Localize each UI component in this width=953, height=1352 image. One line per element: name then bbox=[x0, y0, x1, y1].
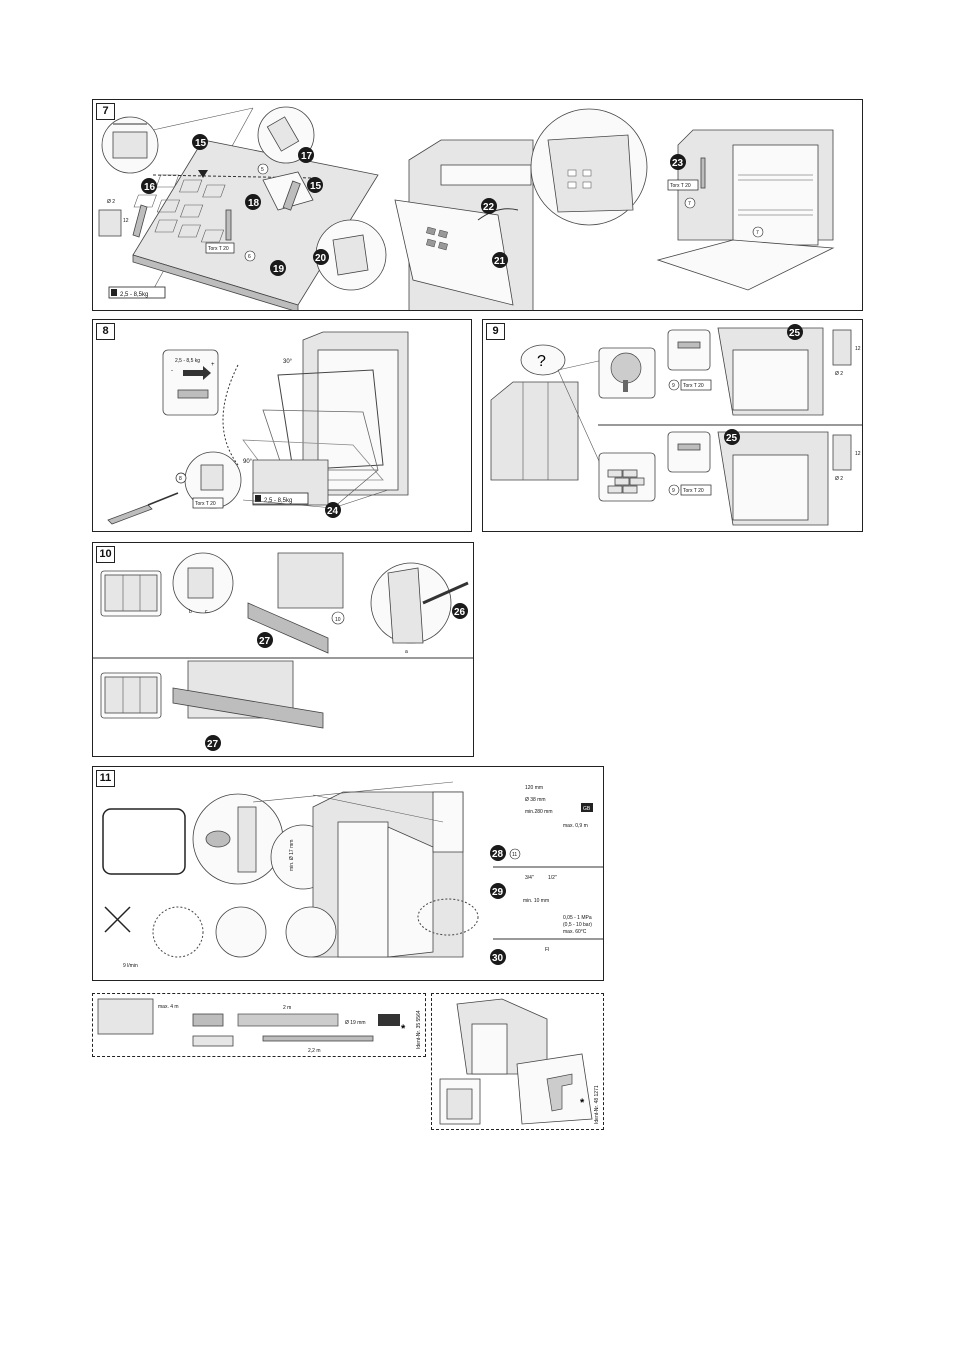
diameter-19: Ø 19 mm bbox=[345, 1020, 366, 1026]
step-21: 21 bbox=[494, 256, 506, 267]
step-28: 28 bbox=[492, 849, 504, 860]
max-length: max. 4 m bbox=[158, 1004, 179, 1010]
hose-extension-illustration: max. 4 m 2 m Ø 19 mm 2,2 m * Ident-Nr. 3… bbox=[97, 998, 422, 1054]
ref-11: 11 bbox=[512, 852, 517, 858]
label-a: a bbox=[405, 649, 408, 655]
minus-sign: - bbox=[171, 368, 173, 374]
weight-label: 2,5 - 8,5kg bbox=[264, 498, 292, 504]
step-24: 24 bbox=[327, 506, 339, 517]
step-25b: 25 bbox=[726, 433, 738, 444]
panel-11-illustration: min. Ø 17 mm 28 29 30 11 120 mm Ø 38 mm … bbox=[102, 781, 603, 969]
panel-number: 10 bbox=[96, 546, 115, 563]
angle-90: 90° bbox=[243, 459, 253, 465]
dim-34: 3/4" bbox=[525, 875, 534, 881]
label-b: b bbox=[189, 609, 192, 615]
flow-rate: 9 l/min bbox=[123, 963, 138, 969]
dim-12: 1/2" bbox=[548, 875, 557, 881]
step-27b: 27 bbox=[207, 739, 219, 750]
panel-number: 8 bbox=[96, 323, 115, 340]
step-17: 17 bbox=[301, 151, 313, 162]
max-temp: max. 60°C bbox=[563, 929, 587, 935]
pressure: 0,05 - 1 MPa bbox=[563, 915, 592, 921]
angle-30: 30° bbox=[283, 359, 293, 365]
step-18: 18 bbox=[248, 198, 260, 209]
dim-280: min.280 mm bbox=[525, 809, 553, 815]
panel-8-illustration: 2,5 - 8,5 kg - + 30° 90° 2,5 - 8,5kg 8 T… bbox=[107, 331, 409, 525]
ident-number: Ident-Nr. 48 1271 bbox=[594, 1085, 600, 1124]
panel-number: 7 bbox=[96, 103, 115, 120]
dim-diameter-2: Ø 2 bbox=[835, 476, 843, 482]
step-15: 15 bbox=[195, 138, 207, 149]
ref-8: 8 bbox=[179, 476, 182, 482]
toe-kick bbox=[247, 602, 329, 654]
step-26: 26 bbox=[454, 607, 466, 618]
label-c: c bbox=[205, 609, 208, 615]
fi-label: FI bbox=[545, 947, 549, 953]
step-badges: 15 16 17 18 15 19 20 22 21 23 bbox=[141, 134, 686, 276]
torx-label: Torx T 20 bbox=[195, 501, 216, 507]
ref-9: 9 bbox=[672, 383, 675, 389]
panel-9: 9 ? 9 Torx T 20 25 Ø 2 12 bbox=[482, 319, 863, 532]
svg-text:7: 7 bbox=[756, 230, 759, 236]
dim-length: 12 bbox=[123, 218, 129, 224]
gb-badge: GB bbox=[583, 806, 591, 812]
step-20: 20 bbox=[315, 253, 327, 264]
panel-9-illustration: ? 9 Torx T 20 25 Ø 2 12 bbox=[490, 324, 862, 526]
star-mark: * bbox=[401, 1023, 406, 1035]
weight-box-label: 2,5 - 8,5 kg bbox=[175, 358, 200, 364]
torx-label-2: Torx T 20 bbox=[683, 488, 704, 494]
dim-38: Ø 38 mm bbox=[525, 797, 546, 803]
step-15b: 15 bbox=[310, 181, 322, 192]
step-23: 23 bbox=[672, 158, 684, 169]
ref-9b: 9 bbox=[672, 488, 675, 494]
pressure-bar: (0,5 - 10 bar) bbox=[563, 922, 592, 928]
step-25: 25 bbox=[789, 328, 801, 339]
length-22m: 2,2 m bbox=[308, 1048, 321, 1054]
plus-sign: + bbox=[211, 362, 215, 368]
torx-label-2: Torx T 20 bbox=[670, 183, 691, 189]
ref-10: 10 bbox=[335, 617, 341, 623]
svg-text:6: 6 bbox=[248, 254, 251, 260]
dim-length: 12 bbox=[855, 346, 861, 352]
star-mark: * bbox=[580, 1097, 585, 1109]
dim-length-2: 12 bbox=[855, 451, 861, 457]
panel-10: 10 b c 10 27 26 a 27 bbox=[92, 542, 474, 757]
panel-7: 7 Ø 2 12 2,5 - 8,5kg bbox=[92, 99, 863, 311]
svg-text:7: 7 bbox=[688, 201, 691, 207]
step-29: 29 bbox=[492, 887, 504, 898]
dim-120: 120 mm bbox=[525, 785, 543, 791]
panel-7-illustration: Ø 2 12 2,5 - 8,5kg Torx T 20 bbox=[98, 106, 835, 310]
panel-number: 11 bbox=[96, 770, 115, 787]
accessory-hose-panel: max. 4 m 2 m Ø 19 mm 2,2 m * Ident-Nr. 3… bbox=[92, 993, 426, 1057]
dim-10mm: min. 10 mm bbox=[523, 898, 549, 904]
weight-label: 2,5 - 8,5kg bbox=[120, 292, 148, 298]
svg-text:5: 5 bbox=[261, 167, 264, 173]
trim-illustration: * Ident-Nr. 48 1271 bbox=[439, 998, 600, 1125]
panel-number: 9 bbox=[486, 323, 505, 340]
dim-09m: max. 0,9 m bbox=[563, 823, 588, 829]
step-27: 27 bbox=[259, 636, 271, 647]
front-door bbox=[394, 199, 514, 306]
panel-8: 8 2,5 - 8,5 kg - + 30° 90° 2,5 - 8,5kg 8… bbox=[92, 319, 472, 532]
panel-11: 11 min. Ø 17 mm 28 29 30 11 120 mm Ø 38 … bbox=[92, 766, 604, 981]
dim-hose: min. Ø 17 mm bbox=[289, 840, 295, 871]
step-16: 16 bbox=[144, 182, 156, 193]
ident-number: Ident-Nr. 35 5564 bbox=[416, 1010, 422, 1049]
step-19: 19 bbox=[273, 264, 285, 275]
step-22: 22 bbox=[483, 202, 495, 213]
length-2m: 2 m bbox=[283, 1005, 291, 1011]
step-30: 30 bbox=[492, 953, 504, 964]
question-mark: ? bbox=[537, 353, 546, 370]
accessory-trim-panel: * Ident-Nr. 48 1271 bbox=[431, 993, 604, 1130]
dim-diameter: Ø 2 bbox=[107, 199, 115, 205]
torx-label: Torx T 20 bbox=[208, 246, 229, 252]
torx-label: Torx T 20 bbox=[683, 383, 704, 389]
panel-10-illustration: b c 10 27 26 a 27 bbox=[93, 552, 473, 751]
ref-numbers: 5 6 7 7 bbox=[244, 163, 764, 262]
dim-diameter: Ø 2 bbox=[835, 371, 843, 377]
